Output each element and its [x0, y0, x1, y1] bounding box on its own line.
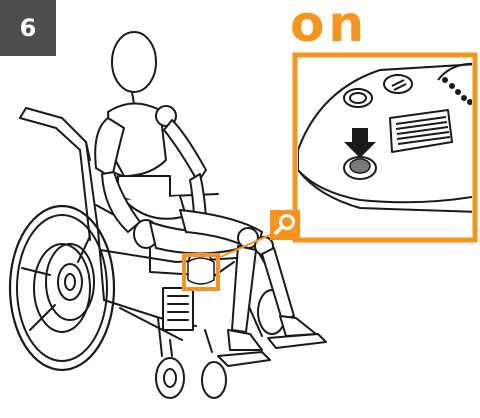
- magnifier-icon: [270, 210, 300, 240]
- power-button: [350, 159, 370, 173]
- zoom-panel: [295, 55, 478, 240]
